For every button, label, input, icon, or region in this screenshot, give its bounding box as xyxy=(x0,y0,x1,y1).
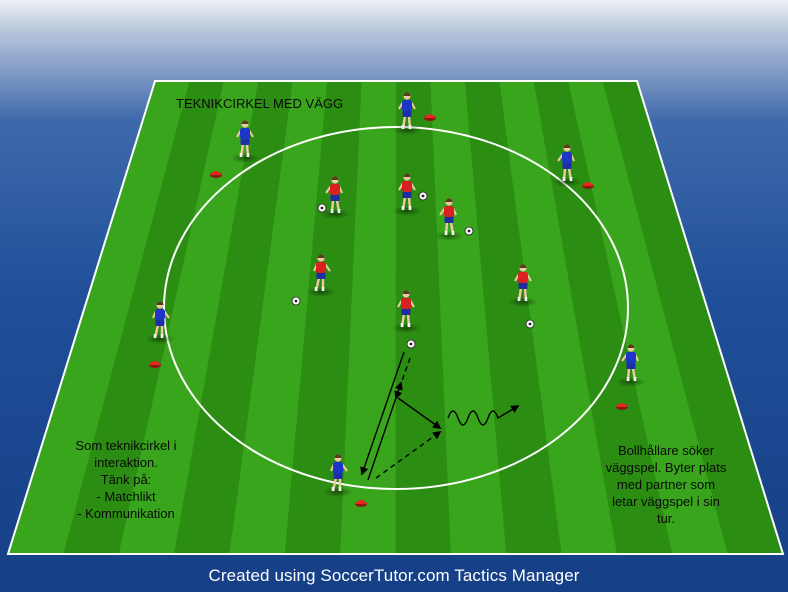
pass-arrow-icon xyxy=(394,357,411,400)
note-right-line: väggspel. Byter plats xyxy=(605,460,727,475)
pass-arrow-icon xyxy=(360,351,405,476)
player-blue-icon xyxy=(552,144,582,187)
ball-icon xyxy=(525,319,535,329)
cone-icon xyxy=(355,500,367,507)
player-blue-icon xyxy=(392,92,422,135)
note-right-line: letar väggspel i sin xyxy=(612,494,720,509)
ball-icon xyxy=(317,203,327,213)
note-right-line: Bollhållare söker xyxy=(617,443,715,458)
pitch-stripe xyxy=(464,81,562,554)
note-right-line: med partner som xyxy=(616,477,716,492)
player-blue-icon xyxy=(230,120,260,163)
note-left-line: Som teknikcirkel i xyxy=(75,438,177,453)
player-red-icon xyxy=(434,198,464,241)
cone-icon xyxy=(582,182,594,189)
pitch-stripe xyxy=(284,81,362,554)
player-blue-icon xyxy=(323,454,353,497)
note-left-line: - Matchlikt xyxy=(96,489,156,504)
pitch-stripe xyxy=(63,81,224,554)
ball-icon xyxy=(418,191,428,201)
player-blue-icon xyxy=(616,344,646,387)
cone-icon xyxy=(210,171,222,178)
pass-arrow-icon xyxy=(375,431,442,479)
note-right-line: tur. xyxy=(656,511,676,526)
note-left-line: interaktion. xyxy=(94,455,158,470)
player-red-icon xyxy=(320,176,350,219)
ball-icon xyxy=(406,339,416,349)
pitch-stripe xyxy=(533,81,673,554)
note-left: Som teknikcirkel i interaktion. Tänk på:… xyxy=(62,437,190,522)
dribble-arrow-icon xyxy=(447,405,520,426)
cones xyxy=(149,114,628,507)
footer-credit: Created using SoccerTutor.com Tactics Ma… xyxy=(208,566,580,585)
note-left-line: - Kommunikation xyxy=(77,506,175,521)
player-red-icon xyxy=(392,173,422,216)
cone-icon xyxy=(149,361,161,368)
pitch-stripe xyxy=(174,81,293,554)
ball-icon xyxy=(291,296,301,306)
player-red-icon xyxy=(391,290,421,333)
cone-icon xyxy=(616,403,628,410)
pass-arrows xyxy=(360,351,520,481)
note-left-line: Tänk på: xyxy=(100,472,152,487)
cone-icon xyxy=(424,114,436,121)
players xyxy=(145,92,646,497)
player-red-icon xyxy=(306,254,336,297)
player-red-icon xyxy=(508,264,538,307)
player-blue-icon xyxy=(145,301,175,344)
pitch-stripe xyxy=(602,81,783,554)
balls xyxy=(291,191,535,349)
pitch-boundary xyxy=(6,80,785,555)
run-arrow-icon xyxy=(397,397,442,429)
diagram-title: TEKNIKCIRKEL MED VÄGG xyxy=(176,96,344,111)
note-right: Bollhållare söker väggspel. Byter plats … xyxy=(596,442,736,527)
ball-icon xyxy=(464,226,474,236)
